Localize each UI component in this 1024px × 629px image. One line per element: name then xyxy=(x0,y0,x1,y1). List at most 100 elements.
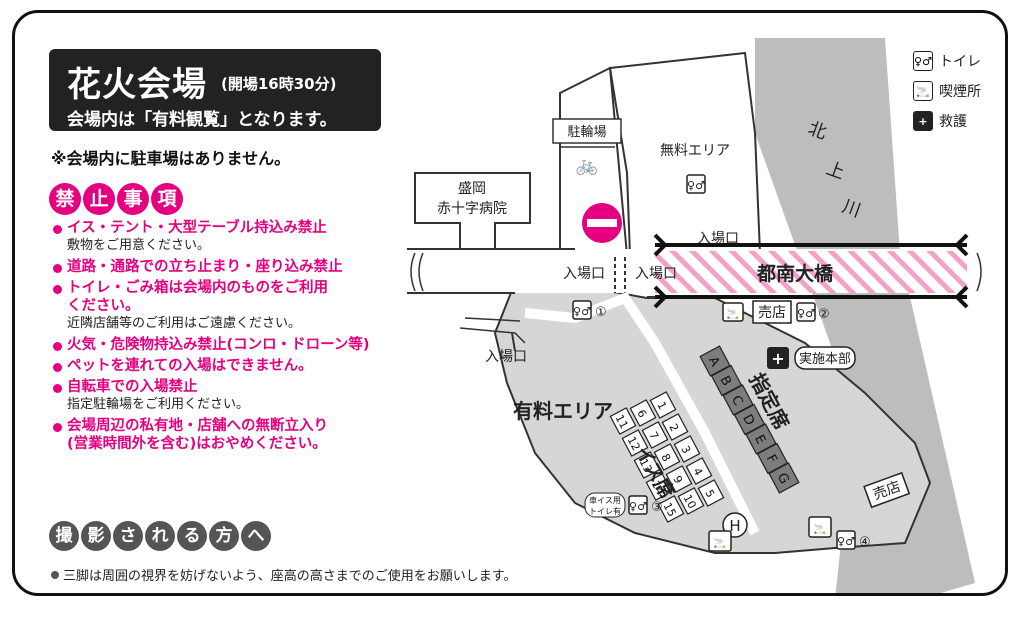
shop-label-1: 売店 xyxy=(758,305,786,321)
chair-seat-block: 6 xyxy=(629,399,657,427)
wheelchair-label-2: トイレ有 xyxy=(589,506,621,516)
tripod-note: 三脚は周囲の視界を妨げないよう、座高の高さまでのご使用をお願いします。 xyxy=(51,565,516,584)
svg-text:🚬: 🚬 xyxy=(814,522,826,535)
legend-item-smoking: 🚬喫煙所 xyxy=(913,81,981,101)
no-entry-sign xyxy=(582,203,622,243)
reserved-row-c: C xyxy=(722,384,754,416)
reserved-row-a: A xyxy=(699,345,731,377)
svg-text:+: + xyxy=(771,349,784,368)
chair-seat-block: 13 xyxy=(633,451,661,479)
svg-text:♀♂: ♀♂ xyxy=(573,305,591,318)
hospital-label-2: 赤十字病院 xyxy=(437,201,507,217)
entrance-label-right: 入場口 xyxy=(635,266,677,282)
chair-seat-block: 2 xyxy=(661,413,689,441)
hospital-label-1: 盛岡 xyxy=(458,181,486,197)
chair-seat-block: 12 xyxy=(621,429,649,457)
reserved-row-e: E xyxy=(745,423,777,455)
chair-seat-block: 11 xyxy=(609,407,637,435)
title-banner: 花火会場 (開場16時30分) 会場内は「有料観覧」となります。 xyxy=(49,49,381,131)
svg-text:13: 13 xyxy=(637,456,655,474)
page-title: 花火会場 xyxy=(67,65,207,105)
chair-seat-block: 3 xyxy=(673,435,701,463)
reserved-row-b: B xyxy=(710,364,743,397)
bridge-label: 都南大橋 xyxy=(756,262,834,285)
chair-seat-block: 4 xyxy=(685,457,713,485)
smoking-icon: 🚬 xyxy=(913,81,933,101)
wheelchair-box xyxy=(584,492,626,518)
rule-item: 道路・通路での立ち止まり・座り込み禁止 xyxy=(53,258,393,276)
chair-seat-block: 5 xyxy=(697,479,725,507)
paid-viewing-notice: 会場内は「有料観覧」となります。 xyxy=(67,110,337,130)
opening-hours: (開場16時30分) xyxy=(221,75,337,93)
tonan-bridge xyxy=(655,251,967,293)
svg-text:♀♂: ♀♂ xyxy=(687,179,705,192)
svg-text:🚬: 🚬 xyxy=(727,307,739,320)
prohibited-rules-list: イス・テント・大型テーブル持込み禁止敷物をご用意ください。 道路・通路での立ち止… xyxy=(53,219,393,456)
svg-text:♀♂: ♀♂ xyxy=(797,307,815,320)
toilet-icon xyxy=(572,300,592,320)
hq-label: 実施本部 xyxy=(799,351,851,367)
toilet-number-2: ② xyxy=(818,307,830,322)
paid-area-label: 有料エリア xyxy=(513,399,613,423)
toilet-number-1: ① xyxy=(595,305,607,320)
rule-item: 自転車での入場禁止指定駐輪場をご利用ください。 xyxy=(53,378,393,414)
bicycle-icon: 🚲 xyxy=(576,155,598,176)
shop-box-1[interactable] xyxy=(752,300,792,324)
paid-area-region xyxy=(493,273,932,554)
rule-item: ペットを連れての入場はできません。 xyxy=(53,357,393,375)
svg-text:11: 11 xyxy=(613,412,631,430)
chair-seat-block: 15 xyxy=(657,495,685,523)
hospital-building xyxy=(414,172,531,250)
reserved-row-f: F xyxy=(756,442,789,475)
prohibited-heading: 禁 止 事 項 xyxy=(49,183,183,215)
toilet-number-4: ④ xyxy=(859,535,871,550)
rule-item: 火気・危険物持込み禁止(コンロ・ドローン等) xyxy=(53,336,393,354)
reserved-row-d: D xyxy=(733,403,766,436)
svg-text:14: 14 xyxy=(649,478,667,496)
rule-item: イス・テント・大型テーブル持込み禁止敷物をご用意ください。 xyxy=(53,219,393,255)
photographers-heading: 撮 影 さ れ る 方 へ xyxy=(49,521,271,551)
bike-parking-sign[interactable] xyxy=(552,118,622,144)
toilet-number-3: ③ xyxy=(651,500,663,515)
hq-box[interactable] xyxy=(794,346,856,370)
toilet-icon: ♀♂ xyxy=(686,174,706,194)
chair-seat-block: 9 xyxy=(665,465,693,493)
rule-item: トイレ・ごみ箱は会場内のものをご利用 ください。近隣店舗等のご利用はご遠慮くださ… xyxy=(53,279,393,333)
smoking-icon xyxy=(722,302,744,322)
svg-text:10: 10 xyxy=(681,492,699,510)
toilet-icon: ♀♂ xyxy=(913,51,933,71)
entrance-label-west: 入場口 xyxy=(485,349,527,365)
smoking-icon xyxy=(708,530,732,552)
svg-text:15: 15 xyxy=(661,500,679,518)
heliport-label: H xyxy=(729,517,740,535)
free-area-label: 無料エリア xyxy=(660,143,730,159)
chair-seat-block: 8 xyxy=(653,443,681,471)
wheelchair-label-1: 車イス用 xyxy=(589,495,621,505)
first-aid-icon: + xyxy=(913,111,933,131)
map-legend: ♀♂トイレ 🚬喫煙所 +救護 xyxy=(913,51,981,141)
entrance-label-north: 入場口 xyxy=(697,231,739,247)
legend-item-toilet: ♀♂トイレ xyxy=(913,51,981,71)
chair-seat-block: 1 xyxy=(649,391,677,419)
svg-text:12: 12 xyxy=(625,434,643,452)
rule-item: 会場周辺の私有地・店舗への無断立入り (営業時間外を含む)はおやめください。 xyxy=(53,417,393,453)
svg-text:🚬: 🚬 xyxy=(714,536,726,549)
toilet-icon xyxy=(796,302,816,322)
smoking-icon xyxy=(808,516,832,538)
toilet-icon xyxy=(836,530,856,550)
entrance-label-left: 入場口 xyxy=(563,266,605,282)
chair-seat-block: 7 xyxy=(641,421,669,449)
shop-box-2[interactable] xyxy=(863,471,911,509)
chair-seat-block: 14 xyxy=(645,473,673,501)
no-parking-notice: ※会場内に駐車場はありません。 xyxy=(51,149,291,168)
first-aid-icon xyxy=(767,347,789,369)
bike-parking-label: 駐輪場 xyxy=(567,124,606,140)
svg-text:♀♂: ♀♂ xyxy=(837,535,855,548)
legend-item-first-aid: +救護 xyxy=(913,111,981,131)
chair-seat-block: 10 xyxy=(677,487,705,515)
svg-text:♀♂: ♀♂ xyxy=(629,500,647,513)
